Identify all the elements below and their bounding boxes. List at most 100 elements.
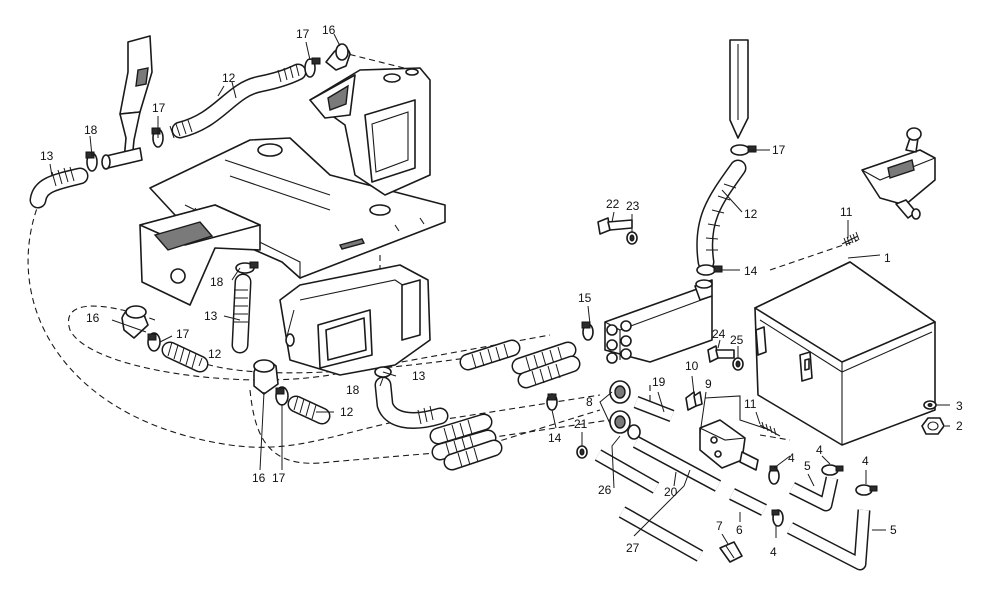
clamp-17-top: [304, 57, 321, 78]
callout-23: 23: [626, 199, 640, 213]
callout-18c: 18: [346, 383, 360, 397]
nut-21: [576, 445, 588, 459]
hose-12-top: [169, 63, 307, 139]
clamp-4c: [855, 484, 878, 496]
callout-12b: 12: [208, 347, 222, 361]
ribbed-hoses-middle: [429, 339, 581, 471]
callout-13c: 13: [412, 369, 426, 383]
clamp-14-lower: [546, 393, 558, 411]
clamp-17-right: [730, 144, 757, 156]
control-lever: [861, 127, 936, 220]
valve-knob-8a: [609, 380, 631, 404]
elbow-16-bottom: [253, 359, 279, 395]
callout-15: 15: [578, 291, 592, 305]
nut-2: [921, 417, 945, 435]
hose-13-middle: [231, 273, 252, 354]
callout-20: 20: [664, 485, 678, 499]
pipe-26: [594, 449, 660, 494]
pipe-27: [618, 506, 704, 562]
clamp-15: [581, 321, 594, 341]
callout-14a: 14: [744, 264, 758, 278]
hose-13-left: [29, 166, 89, 209]
callout-4d: 4: [770, 545, 777, 559]
callout-5a: 5: [804, 459, 811, 473]
callout-12c: 12: [340, 405, 354, 419]
hose-13-bottom: [374, 376, 449, 429]
callout-25: 25: [730, 333, 744, 347]
duct-rear-outlet: [309, 67, 431, 196]
spring-11-upper: [841, 231, 860, 247]
callout-21: 21: [574, 417, 588, 431]
pedal-lever-right: [729, 39, 749, 139]
control-valve-9: [699, 395, 771, 471]
callout-17b: 17: [152, 101, 166, 115]
callout-19: 19: [652, 375, 666, 389]
callout-27: 27: [626, 541, 640, 555]
clip-7: [719, 541, 743, 563]
callout-4b: 4: [816, 443, 823, 457]
clip-10: [685, 391, 703, 411]
elbow-16-left: [121, 305, 149, 339]
clamp-14-upper: [696, 264, 723, 276]
callout-16b: 16: [86, 311, 100, 325]
distribution-block: [604, 279, 713, 364]
callout-6: 6: [736, 523, 743, 537]
duct-left-housing: [139, 204, 261, 306]
callout-17d: 17: [272, 471, 286, 485]
callout-3: 3: [956, 399, 963, 413]
spring-11-lower: [759, 421, 781, 437]
callout-17c: 17: [176, 327, 190, 341]
clamp-17-left-lower: [147, 332, 161, 352]
callout-13b: 13: [204, 309, 218, 323]
pipe-6: [729, 488, 767, 516]
callout-5b: 5: [890, 523, 897, 537]
clamp-4d: [771, 509, 784, 527]
callout-26: 26: [598, 483, 612, 497]
hose-12-left-lower: [161, 341, 209, 373]
callout-1: 1: [884, 251, 891, 265]
callout-18b: 18: [210, 275, 224, 289]
hose-12-right: [696, 159, 747, 271]
pipe-19: [633, 395, 675, 423]
nut-25: [732, 357, 744, 371]
valve-knob-8b: [609, 410, 631, 434]
callout-18a: 18: [84, 123, 98, 137]
valve-knob-8c: [627, 424, 641, 440]
clamp-4b: [821, 464, 844, 476]
pipe-5-lower: [787, 509, 871, 571]
clamp-4a: [768, 465, 780, 485]
callout-16c: 16: [252, 471, 266, 485]
callout-13a: 13: [40, 149, 54, 163]
duct-lower-housing: [279, 264, 431, 376]
washer-23: [626, 231, 638, 245]
clamp-18-middle: [235, 261, 259, 274]
callout-4c: 4: [862, 454, 869, 468]
callout-11b: 11: [744, 397, 757, 411]
tee-fitting: [101, 147, 143, 170]
elbow-16-top: [325, 43, 351, 71]
callout-17a: 17: [296, 27, 310, 41]
clamp-17-bottom: [275, 386, 289, 406]
storage-box: [754, 261, 936, 446]
callout-2: 2: [956, 419, 963, 433]
callout-24: 24: [712, 327, 726, 341]
callout-labels: 1 2 3 4 4 4 4 5 5 6 7 8 9 10 11 11 12 12…: [40, 23, 963, 559]
callout-11a: 11: [840, 205, 853, 219]
pipe-20: [632, 436, 722, 492]
pipe-5-upper: [789, 476, 839, 512]
bolt-24: [707, 345, 735, 363]
callout-12d: 12: [744, 207, 758, 221]
callout-7: 7: [716, 519, 723, 533]
callout-12a: 12: [222, 71, 236, 85]
callout-10: 10: [685, 359, 699, 373]
callout-17e: 17: [772, 143, 786, 157]
callout-8: 8: [586, 395, 593, 409]
pedal-lever-upper: [119, 35, 153, 161]
leader-lines: [49, 33, 950, 545]
bolt-22: [597, 217, 633, 235]
callout-4a: 4: [788, 451, 795, 465]
callout-16a: 16: [322, 23, 336, 37]
callout-9: 9: [705, 377, 712, 391]
washer-3: [923, 400, 937, 410]
